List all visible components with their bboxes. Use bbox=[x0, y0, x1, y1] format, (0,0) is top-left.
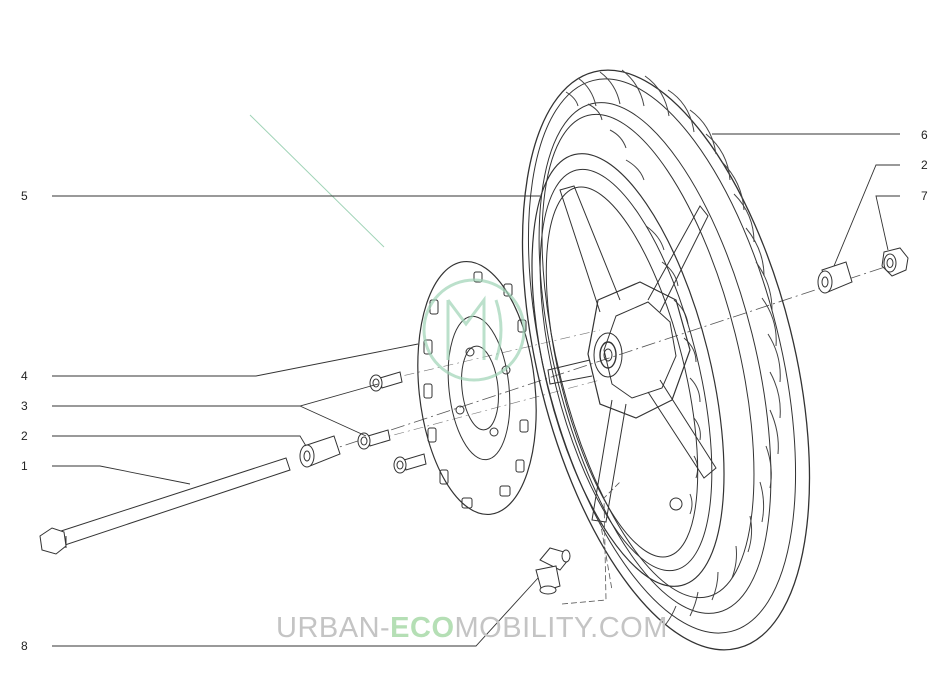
callout-6: 6 bbox=[921, 128, 928, 142]
callout-7: 7 bbox=[921, 189, 928, 203]
callout-8: 8 bbox=[21, 639, 28, 653]
leader-2-right bbox=[833, 164, 900, 267]
callout-2-right: 2 bbox=[921, 158, 928, 172]
leader-4 bbox=[52, 343, 419, 377]
rim bbox=[531, 153, 725, 587]
leader-7 bbox=[875, 195, 900, 251]
tyre-tread bbox=[565, 69, 781, 625]
axle bbox=[39, 457, 291, 555]
leader-1 bbox=[52, 465, 191, 485]
axle-centerline bbox=[299, 261, 901, 461]
callout-4: 4 bbox=[21, 369, 28, 383]
callout-5: 5 bbox=[21, 189, 28, 203]
valve-guide-line bbox=[599, 519, 613, 591]
bolt-centerline bbox=[384, 329, 601, 381]
leader-2-left bbox=[52, 435, 307, 447]
tyre bbox=[521, 69, 811, 651]
construction-line bbox=[249, 114, 385, 248]
brake-disc bbox=[417, 260, 537, 516]
bolt-centerline bbox=[374, 379, 601, 441]
watermark-text: URBAN-ECOMOBILITY.COM bbox=[276, 612, 668, 645]
disc-bolt bbox=[393, 453, 427, 474]
leader-lines bbox=[52, 133, 900, 647]
spacer-right bbox=[817, 261, 853, 294]
disc-bolt bbox=[369, 371, 403, 392]
leader-3 bbox=[52, 383, 379, 437]
callout-3: 3 bbox=[21, 399, 28, 413]
tyre-valve bbox=[535, 547, 571, 595]
axle-nut bbox=[881, 247, 909, 277]
callout-1: 1 bbox=[21, 459, 28, 473]
watermark-logo bbox=[422, 278, 526, 382]
leader-8 bbox=[52, 577, 539, 647]
watermark-domain: .COM bbox=[590, 612, 668, 644]
watermark-prefix: URBAN- bbox=[276, 612, 391, 644]
watermark-eco: ECO bbox=[390, 612, 455, 644]
disc-bolt bbox=[357, 429, 391, 450]
callout-2-left: 2 bbox=[21, 429, 28, 443]
watermark-suffix: MOBILITY bbox=[454, 612, 591, 644]
spacer-left bbox=[299, 435, 341, 468]
